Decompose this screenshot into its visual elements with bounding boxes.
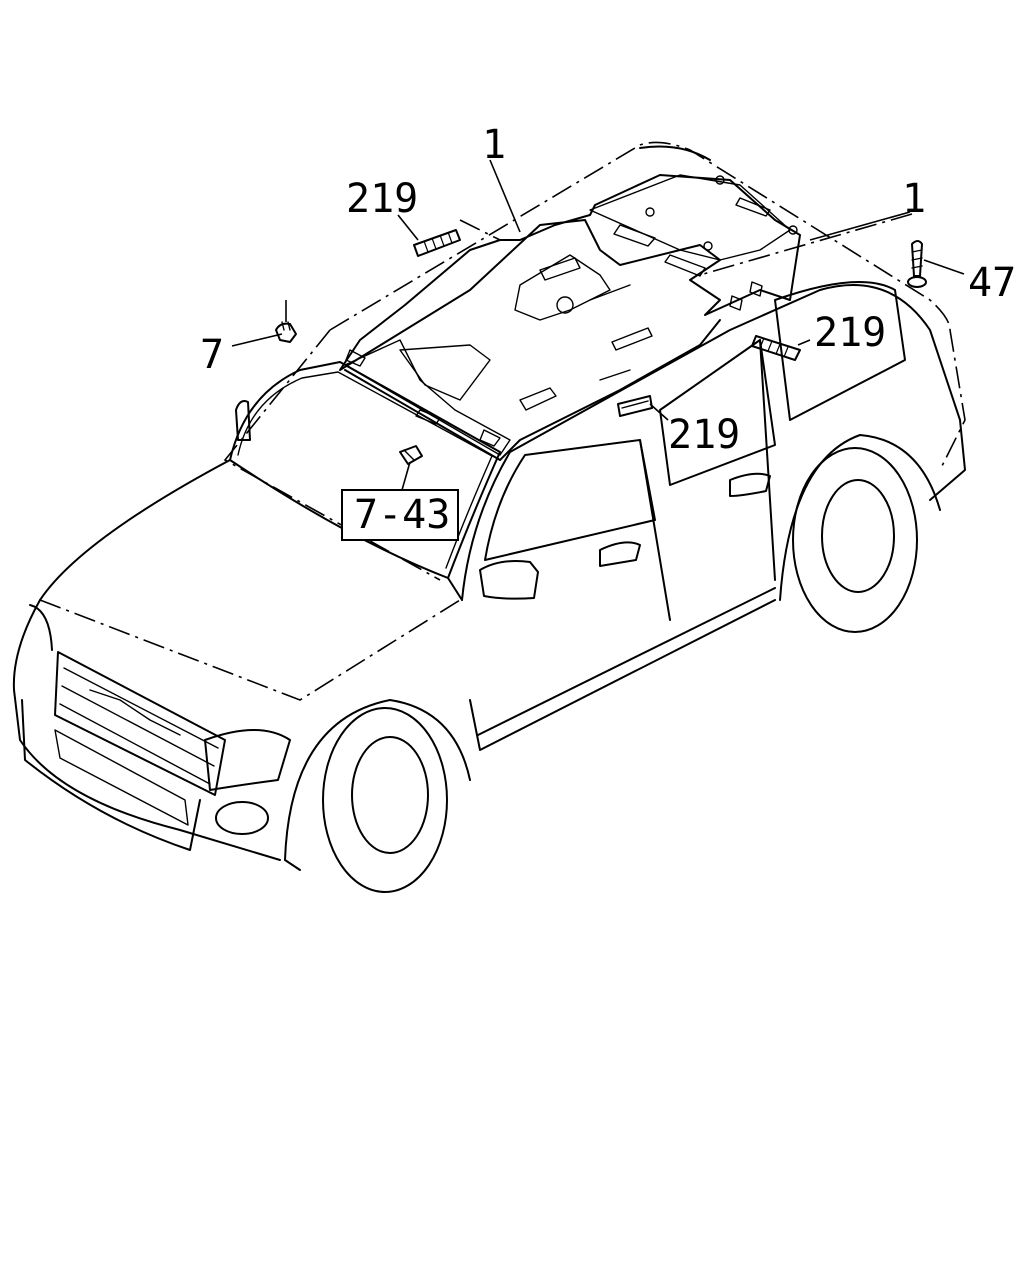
leader-lines	[231, 159, 965, 491]
clip-219-top-left-part	[413, 229, 461, 257]
label-headliner-right: 1	[902, 176, 926, 222]
label-clip-219-right: 219	[814, 310, 886, 356]
label-clip-219-top-left: 219	[346, 176, 418, 222]
fastener-7-43-part	[399, 445, 423, 465]
label-screw-47: 47	[968, 260, 1016, 306]
label-headliner: 1	[482, 122, 506, 168]
screw-47-part	[907, 240, 927, 288]
clip-219-right-part	[751, 335, 801, 361]
reference-box-7-43[interactable]: 7-43	[341, 489, 459, 541]
label-clip-219-center: 219	[668, 412, 740, 458]
vehicle-outline	[12, 141, 966, 893]
fastener-7-part	[275, 321, 297, 343]
clip-219-center-part	[617, 395, 653, 417]
label-reference-7-43: 7-43	[354, 492, 450, 538]
headliner-panel	[339, 174, 801, 461]
label-fastener-7: 7	[200, 332, 224, 378]
